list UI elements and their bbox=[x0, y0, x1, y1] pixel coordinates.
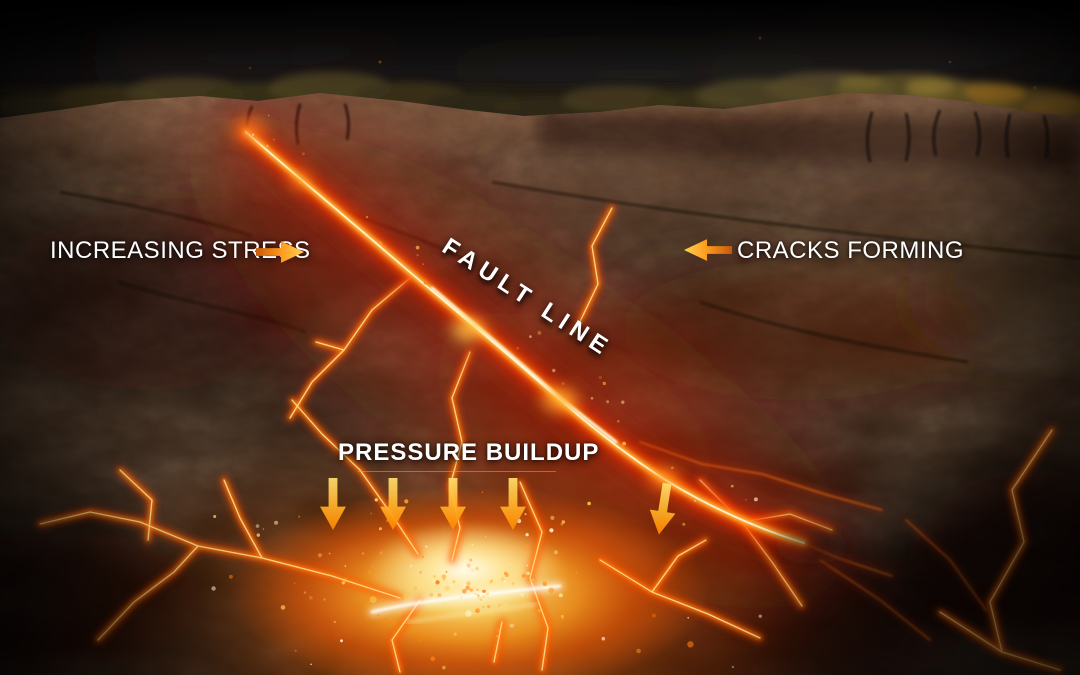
cracks-forming-label: CRACKS FORMING bbox=[737, 237, 965, 264]
pressure-buildup-label: PRESSURE BUILDUP bbox=[338, 439, 600, 466]
pressure-underline bbox=[358, 471, 556, 472]
fault-line-crack bbox=[246, 132, 804, 543]
white-hot-streak bbox=[368, 582, 564, 624]
